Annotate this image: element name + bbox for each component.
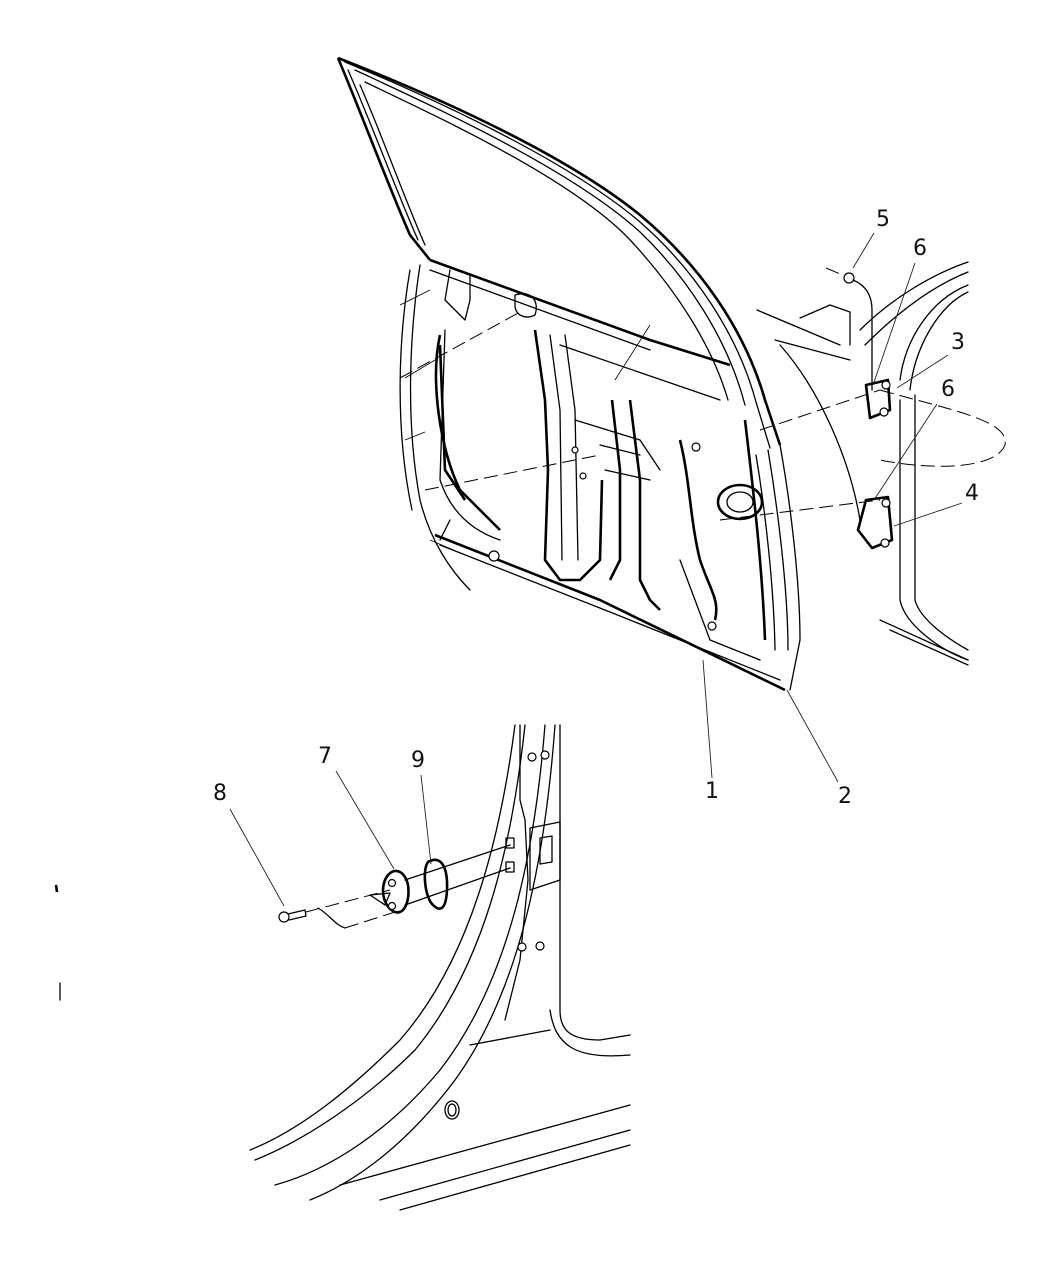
callout-9: 9 [411,748,425,773]
callout-6-upper: 6 [913,236,927,261]
callout-1: 1 [705,779,719,804]
callout-2: 2 [838,784,852,809]
door-shell-drawing [336,56,881,692]
callout-4: 4 [965,481,979,506]
door-striker-shape [369,869,410,914]
callout-8: 8 [213,781,227,806]
callout-6-lower: 6 [941,377,955,402]
upper-hinge-shape [864,378,892,420]
body-hinge-pillar-drawing [756,261,1006,666]
callout-3: 3 [951,330,965,355]
hinge-nut-shape [843,272,855,284]
leader-lines [229,232,963,907]
striker-screw-shape [278,909,307,923]
callout-7: 7 [318,744,332,769]
callout-5: 5 [876,207,890,232]
striker-pillar-drawing [54,724,631,1211]
striker-spacer-shape [423,858,449,910]
lower-hinge-shape [856,495,894,550]
